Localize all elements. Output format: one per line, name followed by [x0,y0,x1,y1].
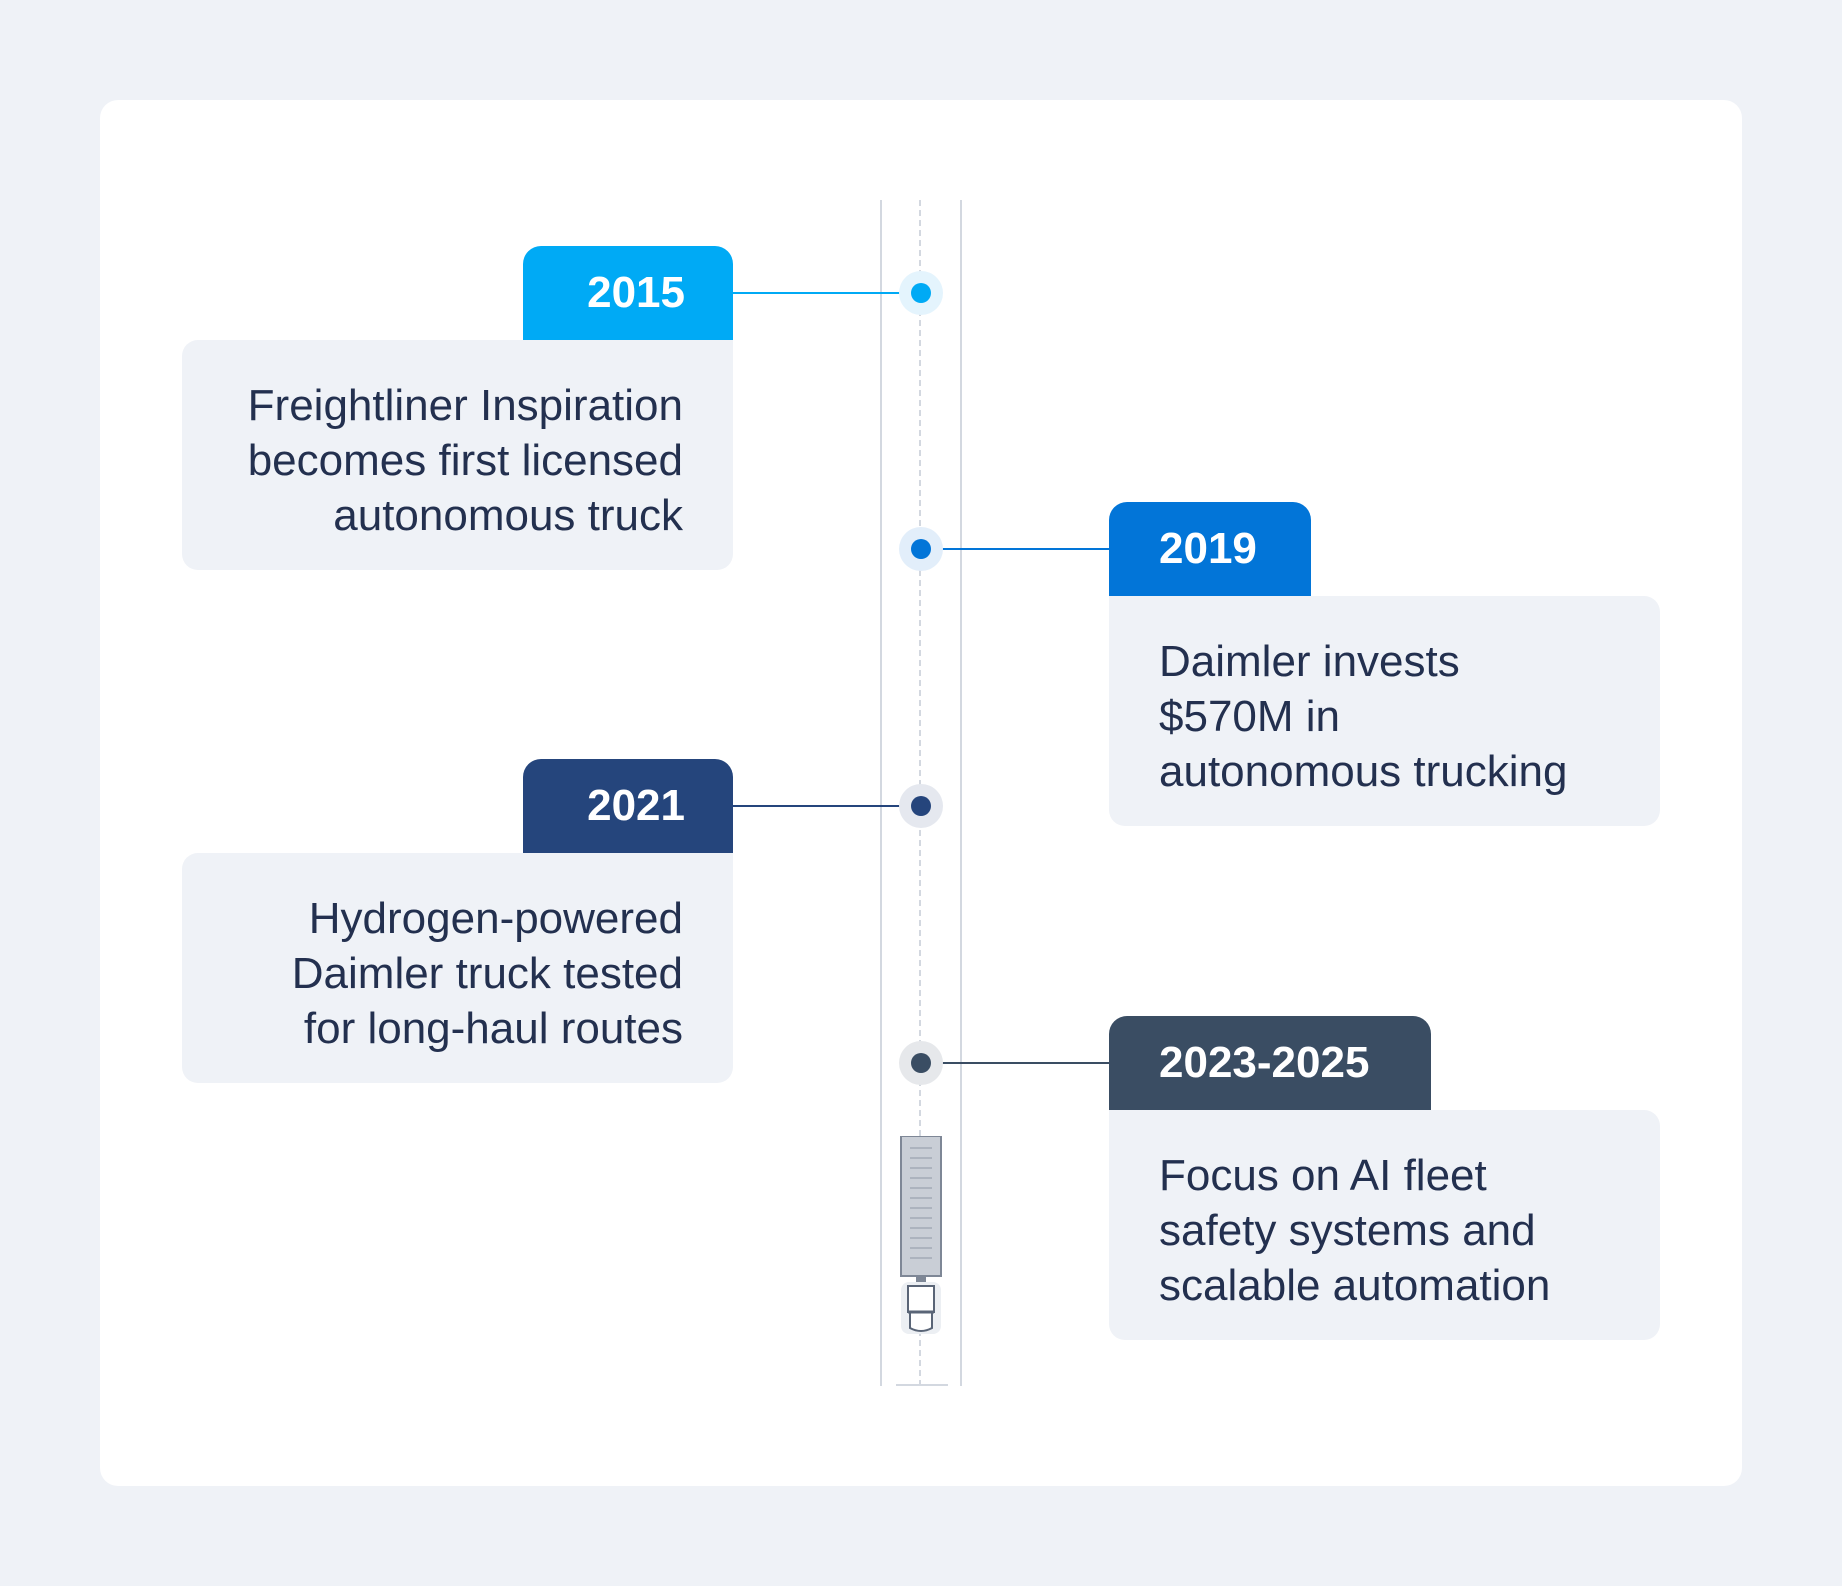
marker-dot-2019 [911,539,931,559]
connector-line-2015 [732,292,920,294]
event-text-line: Hydrogen-powered [308,894,683,943]
road-end-line [896,1384,948,1386]
connector-line-2021 [732,805,920,807]
marker-dot-2021 [911,796,931,816]
event-text-line: $570M in [1159,692,1341,741]
event-text-line: Focus on AI fleet [1159,1151,1487,1200]
event-text-line: Freightliner Inspiration [247,381,683,430]
year-tab-2021: 2021 [523,759,733,853]
event-text-line: safety systems and [1159,1206,1536,1255]
event-box-2019: Daimler invests $570M in autonomous truc… [1109,596,1660,826]
connector-line-2019 [920,548,1110,550]
event-text-line: Daimler invests [1159,637,1460,686]
event-text-line: autonomous truck [333,491,683,540]
event-text-line: becomes first licensed [247,436,683,485]
marker-dot-2015 [911,283,931,303]
event-box-2021: Hydrogen-powered Daimler truck tested fo… [182,853,733,1083]
year-tab-2015: 2015 [523,246,733,340]
event-box-2023-2025: Focus on AI fleet safety systems and sca… [1109,1110,1660,1340]
event-text-line: Daimler truck tested [291,949,683,998]
marker-dot-2023-2025 [911,1053,931,1073]
truck-icon-graphic [900,1135,942,1334]
event-box-2015: Freightliner Inspiration becomes first l… [182,340,733,570]
year-tab-2023-2025: 2023-2025 [1109,1016,1431,1110]
year-tab-2019: 2019 [1109,502,1311,596]
event-text-line: scalable automation [1159,1261,1551,1310]
event-text-line: autonomous trucking [1159,747,1568,796]
road-left-edge [880,200,882,1386]
connector-line-2023-2025 [920,1062,1110,1064]
event-text-line: for long-haul routes [303,1004,683,1053]
road-right-edge [960,200,962,1386]
truck-icon [896,1135,946,1336]
